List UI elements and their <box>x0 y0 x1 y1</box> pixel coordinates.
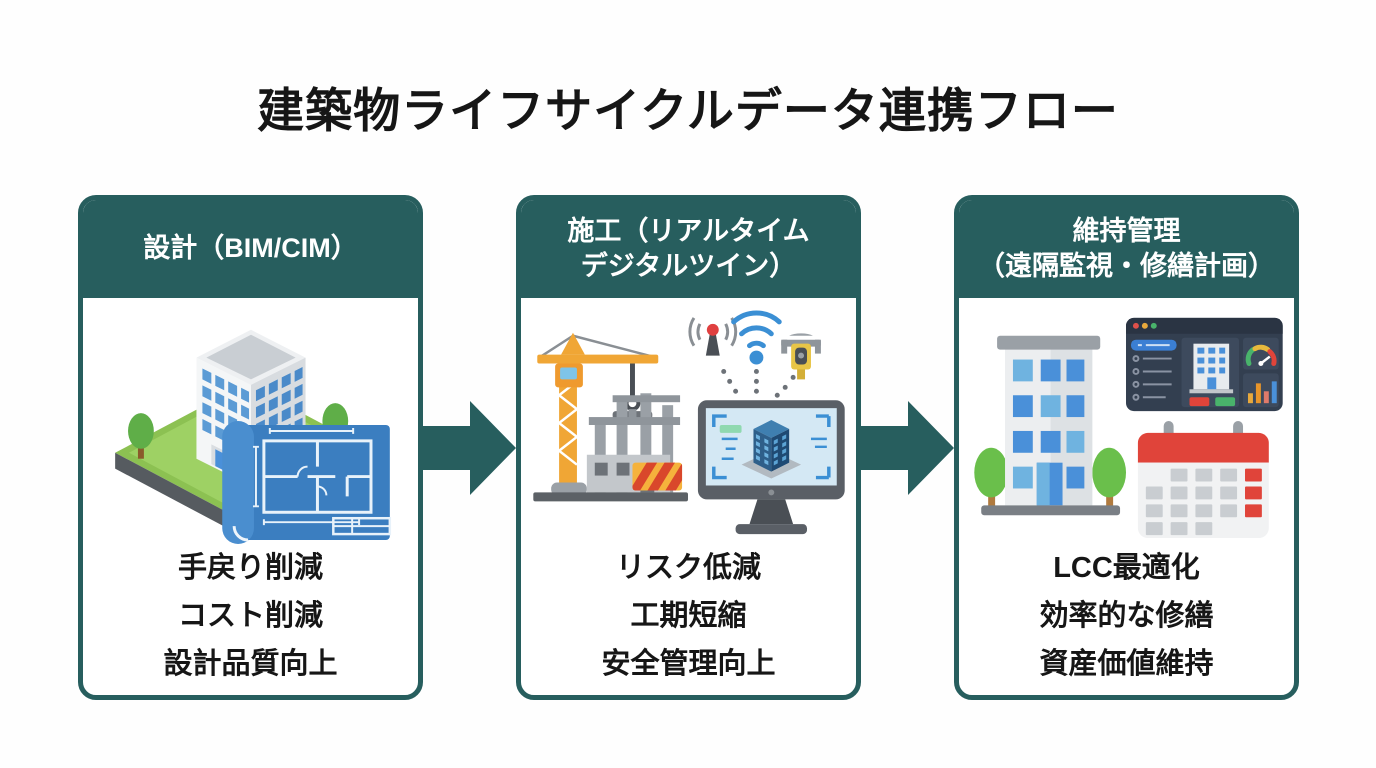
right-arrow-icon <box>423 401 516 495</box>
data-dots <box>720 368 796 398</box>
antenna-icon <box>687 317 737 356</box>
building-dashboard-calendar-icon <box>973 317 1283 539</box>
page-title: 建築物ライフサイクルデータ連携フロー <box>257 84 1119 137</box>
wifi-icon <box>730 310 782 365</box>
benefit-item: 手戻り削減 <box>177 552 323 584</box>
card-construction-header-line2: デジタルツイン） <box>580 251 797 281</box>
card-construction-header-line1: 施工（リアルタイム <box>567 215 810 246</box>
benefit-item: 工期短縮 <box>630 600 747 632</box>
dashboard-icon <box>1125 317 1283 412</box>
card-design-header: 設計（BIM/CIM） <box>83 200 418 298</box>
benefit-item: 設計品質向上 <box>163 648 338 680</box>
card-construction: 施工（リアルタイム デジタルツイン） <box>516 195 861 700</box>
tree-icon <box>973 447 1126 507</box>
card-maintenance-header-line2: （遠隔監視・修繕計画） <box>978 251 1275 281</box>
right-arrow-icon <box>861 401 954 495</box>
card-design-benefits: 手戻り削減 コスト削減 設計品質向上 <box>83 544 418 695</box>
card-maintenance-header-line1: 維持管理 <box>1072 215 1181 246</box>
apartment-building-icon <box>980 335 1120 516</box>
building-blueprint-icon <box>114 329 391 544</box>
lifecycle-flow: 設計（BIM/CIM） <box>78 195 1299 700</box>
benefit-item: リスク低減 <box>615 552 761 584</box>
sensor-icon <box>780 333 821 380</box>
card-maintenance-benefits: LCC最適化 効率的な修繕 資産価値維持 <box>959 544 1294 695</box>
flow-arrow-2 <box>861 195 954 700</box>
digital-twin-monitor-icon <box>697 400 845 535</box>
benefit-item: コスト削減 <box>177 600 323 632</box>
card-construction-illustration <box>521 298 856 544</box>
card-design-illustration <box>83 298 418 544</box>
card-design: 設計（BIM/CIM） <box>78 195 423 700</box>
crane-digital-twin-icon <box>532 310 845 535</box>
flow-arrow-1 <box>423 195 516 700</box>
benefit-item: 安全管理向上 <box>601 648 776 680</box>
blueprint-icon <box>221 421 391 544</box>
benefit-item: LCC最適化 <box>1053 552 1200 584</box>
benefit-item: 資産価値維持 <box>1039 648 1214 680</box>
card-construction-benefits: リスク低減 工期短縮 安全管理向上 <box>521 544 856 695</box>
calendar-icon <box>1137 421 1269 539</box>
card-construction-header: 施工（リアルタイム デジタルツイン） <box>521 200 856 298</box>
card-maintenance: 維持管理 （遠隔監視・修繕計画） <box>954 195 1299 700</box>
card-maintenance-header: 維持管理 （遠隔監視・修繕計画） <box>959 200 1294 298</box>
benefit-item: 効率的な修繕 <box>1039 600 1214 632</box>
card-maintenance-illustration <box>959 298 1294 544</box>
card-design-header-line1: 設計（BIM/CIM） <box>143 233 358 264</box>
safety-barrier-icon <box>631 462 682 491</box>
